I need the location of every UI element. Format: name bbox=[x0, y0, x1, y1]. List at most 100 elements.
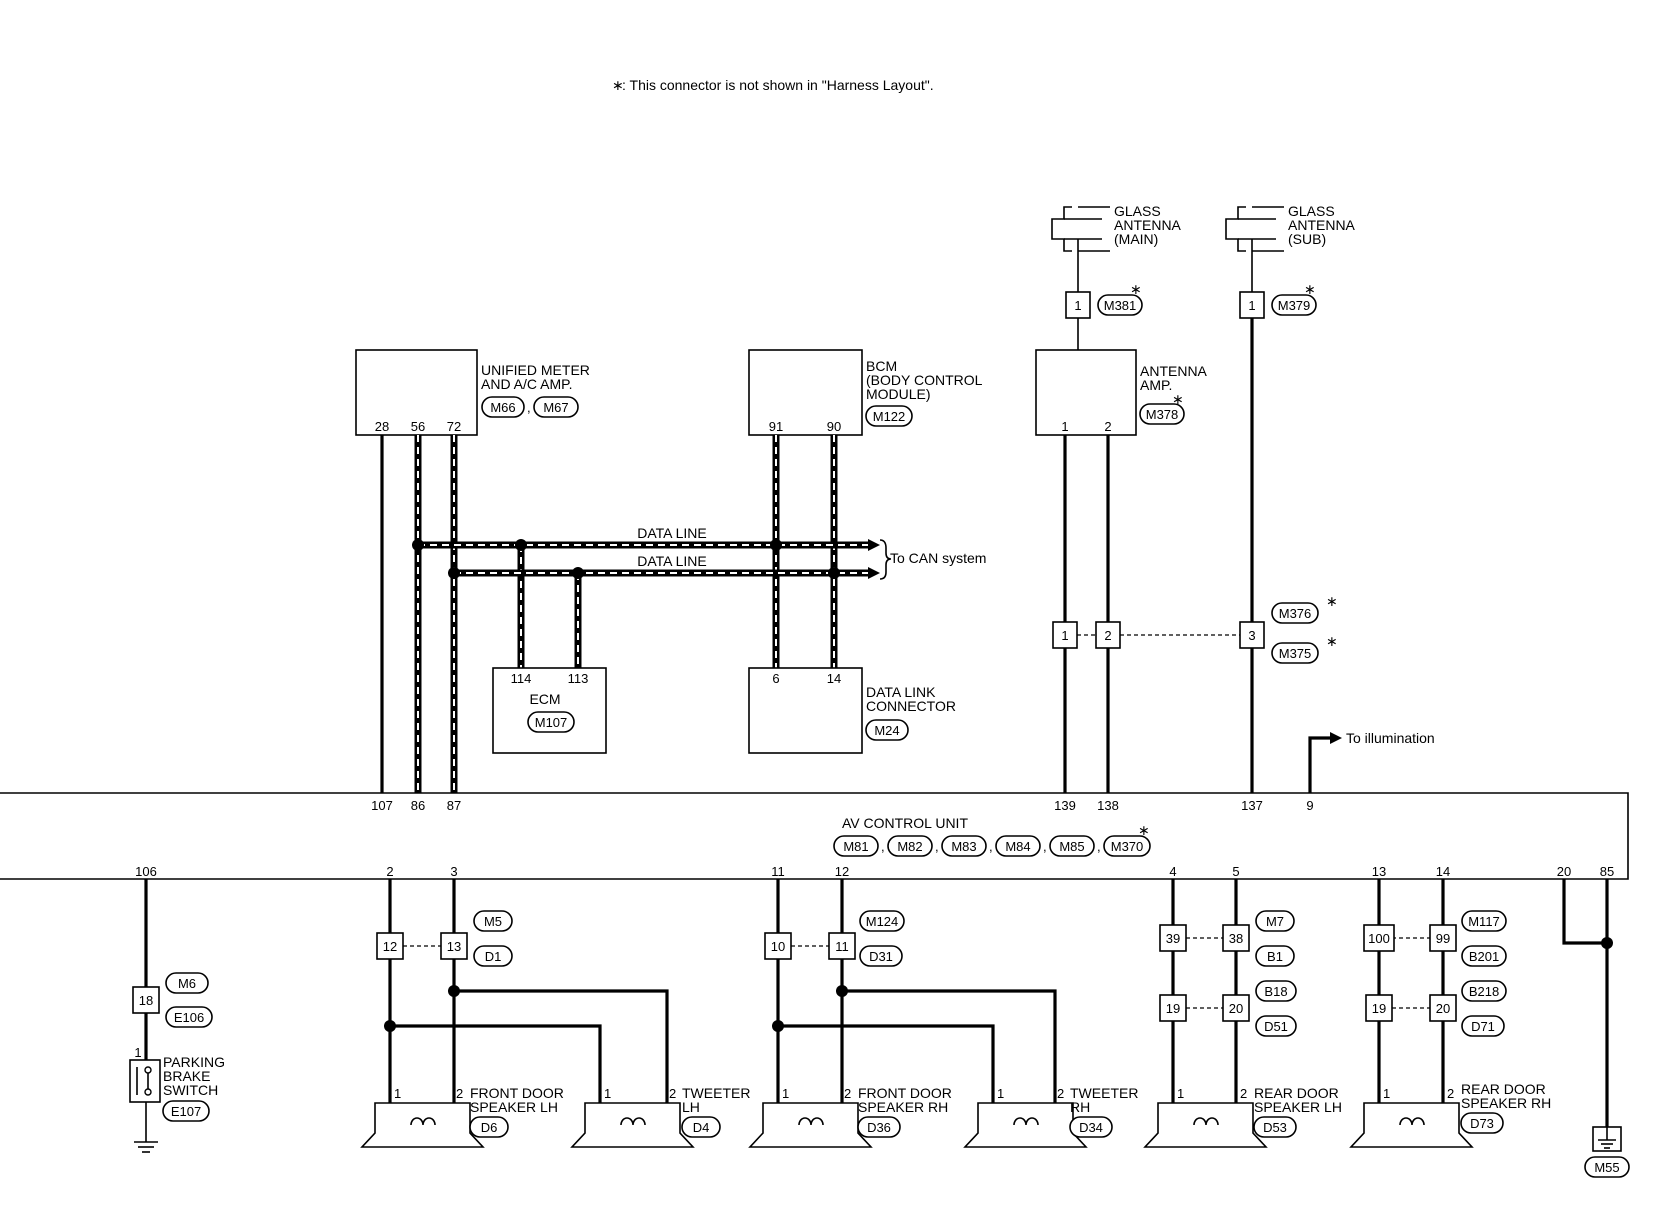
speaker-tweeter-rh: 1 2 TWEETER RH D34 bbox=[963, 1085, 1138, 1148]
connector-m124: M124 bbox=[866, 914, 899, 929]
antenna-amp-label-1: ANTENNA bbox=[1140, 363, 1208, 379]
connector-m376-badge bbox=[1271, 602, 1319, 624]
data-line-label-1: DATA LINE bbox=[637, 525, 707, 541]
av-pin-85: 85 bbox=[1600, 864, 1614, 879]
connector-m122-badge bbox=[865, 405, 913, 427]
splice-dot bbox=[1601, 937, 1613, 949]
connector-m375-badge bbox=[1271, 642, 1319, 664]
ecm-pin-114: 114 bbox=[511, 671, 532, 686]
to-illumination: To illumination bbox=[1308, 730, 1435, 793]
speaker-pin: 2 bbox=[456, 1086, 463, 1101]
av-pin-20: 20 bbox=[1557, 864, 1571, 879]
can-brace bbox=[879, 539, 892, 580]
connector-m24: M24 bbox=[874, 723, 899, 738]
note-text: : This connector is not shown in "Harnes… bbox=[622, 77, 934, 93]
svg-text:,: , bbox=[989, 839, 993, 854]
connector-b218: B218 bbox=[1469, 984, 1499, 999]
connector-m381: M381 bbox=[1104, 298, 1137, 313]
unified-meter-box bbox=[355, 349, 478, 436]
inline-pin-13: 13 bbox=[447, 939, 461, 954]
antenna-wires: 1 2 3 M376 ∗ M375 ∗ bbox=[1052, 435, 1338, 793]
glass-antenna-sub-label-3: (SUB) bbox=[1288, 231, 1326, 247]
av-pin-106: 106 bbox=[135, 864, 157, 879]
speaker-pin: 2 bbox=[844, 1086, 851, 1101]
inline-pin-99: 99 bbox=[1436, 931, 1450, 946]
speaker-pin: 2 bbox=[1057, 1086, 1064, 1101]
splice-dot bbox=[572, 567, 584, 579]
av-pin-11: 11 bbox=[771, 864, 785, 879]
connector-d34: D34 bbox=[1079, 1120, 1103, 1135]
connector-d53: D53 bbox=[1263, 1120, 1287, 1135]
splice-dot bbox=[515, 539, 527, 551]
svg-text:,: , bbox=[1043, 839, 1047, 854]
connector-m381-badge bbox=[1097, 294, 1143, 316]
inline-antenna-pin-1: 1 bbox=[1061, 628, 1068, 643]
connector-d73: D73 bbox=[1470, 1116, 1494, 1131]
connector-b201: B201 bbox=[1469, 949, 1499, 964]
speaker-pin: 1 bbox=[997, 1086, 1004, 1101]
glass-antenna-main-label-1: GLASS bbox=[1114, 203, 1161, 219]
speaker-label-2: LH bbox=[682, 1099, 700, 1115]
connector-m376: M376 bbox=[1279, 606, 1312, 621]
inline-pin-19: 19 bbox=[1372, 1001, 1386, 1016]
connector-m378: M378 bbox=[1146, 407, 1179, 422]
parking-brake-circuit: 18 M6 E106 1 PARKING BRAKE SWITCH E107 bbox=[129, 879, 225, 1153]
to-illumination-label: To illumination bbox=[1346, 730, 1435, 746]
rear-lh-circuit: 39 38 19 20 M7 B1 B18 D51 bbox=[1159, 879, 1297, 1103]
note-star: ∗ bbox=[612, 77, 624, 93]
speaker-label-2: SPEAKER LH bbox=[470, 1099, 558, 1115]
inline-antenna-pin-box bbox=[1095, 621, 1121, 649]
connector-m370: M370 bbox=[1111, 839, 1144, 854]
dlc-label-2: CONNECTOR bbox=[866, 698, 956, 714]
parking-brake-label-2: BRAKE bbox=[163, 1068, 210, 1084]
antenna-amp-pin-1: 1 bbox=[1061, 419, 1068, 434]
glass-antenna-main-plate bbox=[1064, 206, 1110, 252]
inline-pin-38: 38 bbox=[1229, 931, 1243, 946]
connector-m378-badge bbox=[1139, 403, 1185, 425]
splice-dot bbox=[828, 567, 840, 579]
ecm-box bbox=[492, 667, 607, 754]
star-m376: ∗ bbox=[1326, 593, 1338, 609]
inline-pin-39: 39 bbox=[1166, 931, 1180, 946]
illumination-wire bbox=[1308, 736, 1332, 793]
speaker-pin: 1 bbox=[394, 1086, 401, 1101]
bcm-box bbox=[748, 349, 863, 436]
av-pin-9: 9 bbox=[1306, 798, 1313, 813]
av-pin-2: 2 bbox=[386, 864, 393, 879]
parking-brake-inline-pin-18: 18 bbox=[139, 993, 153, 1008]
connector-d31: D31 bbox=[869, 949, 893, 964]
connector-m6: M6 bbox=[178, 976, 196, 991]
speaker-label-1: TWEETER bbox=[682, 1085, 750, 1101]
connector-d6: D6 bbox=[481, 1120, 498, 1135]
bcm-module: BCM (BODY CONTROL MODULE) M122 91 90 bbox=[748, 349, 983, 436]
connector-b18: B18 bbox=[1264, 984, 1287, 999]
connector-m82: M82 bbox=[897, 839, 922, 854]
bcm-wires bbox=[772, 435, 838, 668]
glass-antenna-sub-plate bbox=[1238, 206, 1284, 252]
speaker-label-1: FRONT DOOR bbox=[858, 1085, 952, 1101]
antenna-amp-module: ANTENNA AMP. M378 ∗ 1 2 bbox=[1035, 349, 1208, 436]
meter-conn-sep: , bbox=[527, 400, 531, 415]
bcm-label-1: BCM bbox=[866, 358, 897, 374]
connector-m7: M7 bbox=[1266, 914, 1284, 929]
rear-rh-circuit: 100 99 19 20 M117 B201 B218 D71 bbox=[1363, 879, 1507, 1103]
inline-pin-100: 100 bbox=[1368, 931, 1390, 946]
svg-text:,: , bbox=[881, 839, 885, 854]
connector-m84: M84 bbox=[1005, 839, 1030, 854]
connector-m5: M5 bbox=[484, 914, 502, 929]
av-unit-connector-list: M81 , M82 , M83 , M84 , M85 , M370 ∗ bbox=[833, 822, 1151, 857]
data-line-2-arrow bbox=[868, 567, 880, 579]
av-pin-137: 137 bbox=[1241, 798, 1263, 813]
av-control-unit-label: AV CONTROL UNIT bbox=[842, 815, 968, 831]
glass-antenna-sub-symbol bbox=[1225, 206, 1246, 252]
splice-dot bbox=[770, 539, 782, 551]
av-control-unit-box bbox=[0, 792, 1629, 880]
speaker-label-2: SPEAKER RH bbox=[1461, 1095, 1551, 1111]
speaker-rear-door-rh: 1 2 REAR DOOR SPEAKER RH D73 bbox=[1349, 1081, 1551, 1148]
glass-antenna-sub-label-2: ANTENNA bbox=[1288, 217, 1356, 233]
bcm-label-2: (BODY CONTROL bbox=[866, 372, 983, 388]
parking-brake-switch-pin-1: 1 bbox=[134, 1045, 141, 1060]
front-rh-circuit: 10 11 M124 D31 bbox=[764, 879, 1057, 1103]
inline-pin-11: 11 bbox=[835, 939, 849, 954]
